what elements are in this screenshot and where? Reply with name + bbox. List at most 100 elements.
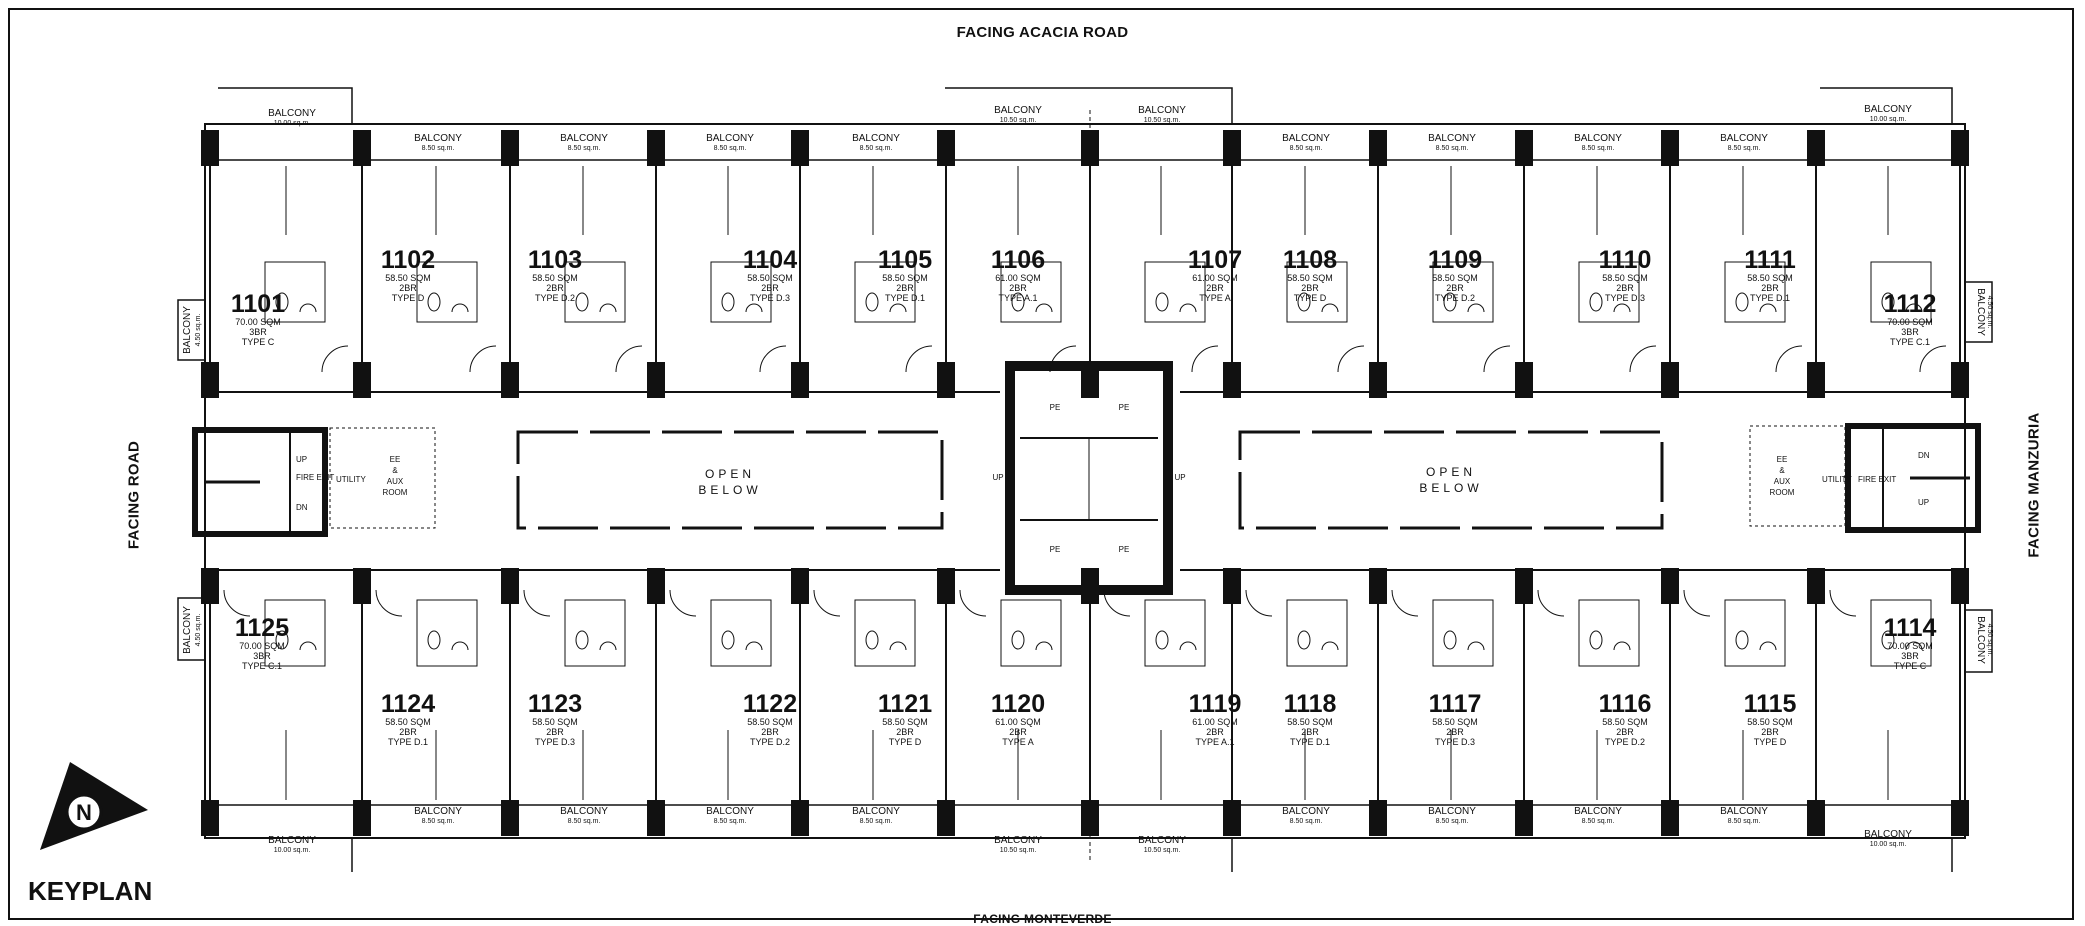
balcony-top-label-7: BALCONY [1282, 133, 1330, 144]
column-5-3 [937, 800, 955, 836]
sink-icon-8-1 [1467, 641, 1485, 651]
unit-area-1101: 70.00 SQM [235, 317, 281, 327]
balcony-bottom-area-5: 10.50 sq.m. [1000, 847, 1037, 854]
toilet-icon-0-1 [275, 630, 289, 650]
bathroom-8-0 [1432, 261, 1494, 323]
bathroom-10-1 [1724, 599, 1786, 667]
door-swing-bottom-8 [1391, 589, 1419, 617]
corner-balcony-top-left [218, 87, 353, 124]
side-balcony-left-top [177, 299, 206, 361]
side-balcony-left-bottom [177, 597, 206, 661]
unit-type-1119: TYPE A.1 [1195, 737, 1234, 747]
balcony-bottom-label-5: BALCONY [994, 835, 1042, 846]
side-balcony-right-top-label: BALCONY [1975, 288, 1986, 336]
unit-br-1112: 3BR [1901, 327, 1919, 337]
open-below-label-right-2: BELOW [1419, 481, 1482, 495]
unit-number-1101: 1101 [231, 290, 285, 318]
corner-balcony-top-right [1820, 87, 1953, 124]
door-swing-bottom-9 [1537, 589, 1565, 617]
side-balcony-right-bottom-area: 4.50 sq.m. [1986, 624, 1993, 657]
column-10-0 [1661, 130, 1679, 166]
ee-label-right-1: EE [1777, 455, 1788, 464]
balcony-bottom-label-10: BALCONY [1720, 806, 1768, 817]
door-swing-bottom-3 [669, 589, 697, 617]
stair-left [192, 427, 328, 537]
bathroom-8-1 [1432, 599, 1494, 667]
unit-number-1112: 1112 [1884, 290, 1937, 318]
bathroom-9-1 [1578, 599, 1640, 667]
door-swing-top-2 [615, 345, 643, 373]
unit-br-1108: 2BR [1301, 283, 1319, 293]
unit-area-1105: 58.50 SQM [882, 273, 928, 283]
column-12-3 [1951, 800, 1969, 836]
unit-number-1122: 1122 [743, 690, 797, 718]
balcony-top-area-5: 10.50 sq.m. [1000, 117, 1037, 124]
north-arrow-circle [65, 793, 103, 831]
utility-right [1749, 425, 1846, 527]
unit-br-1122: 2BR [761, 727, 779, 737]
utility-label-left: UTILITY [336, 475, 366, 484]
ee-label-right-3: AUX [1774, 477, 1791, 486]
unit-number-1116: 1116 [1599, 690, 1652, 718]
unit-area-1110: 58.50 SQM [1602, 273, 1648, 283]
unit-br-1110: 2BR [1616, 283, 1634, 293]
unit-number-1115: 1115 [1744, 690, 1797, 718]
unit-type-1109: TYPE D.2 [1435, 293, 1475, 303]
balcony-bottom-area-7: 8.50 sq.m. [1290, 818, 1323, 825]
unit-number-1106: 1106 [991, 246, 1045, 274]
column-4-3 [791, 800, 809, 836]
unit-type-1122: TYPE D.2 [750, 737, 790, 747]
unit-type-1112: TYPE C.1 [1890, 337, 1930, 347]
column-10-3 [1661, 800, 1679, 836]
door-swing-top-6 [1191, 345, 1219, 373]
side-balcony-right-top [1964, 281, 1993, 343]
toilet-icon-4-1 [865, 630, 879, 650]
unit-type-1114: TYPE C [1894, 661, 1927, 671]
balcony-top-area-2: 8.50 sq.m. [568, 145, 601, 152]
unit-number-1117: 1117 [1429, 690, 1482, 718]
open-below-void-left [516, 430, 944, 530]
unit-area-1107: 61.00 SQM [1192, 273, 1238, 283]
balcony-top-area-8: 8.50 sq.m. [1436, 145, 1469, 152]
column-11-3 [1807, 800, 1825, 836]
unit-type-1110: TYPE D.3 [1605, 293, 1645, 303]
toilet-icon-2-1 [575, 630, 589, 650]
balcony-bottom-area-2: 8.50 sq.m. [568, 818, 601, 825]
sink-icon-9-1 [1613, 641, 1631, 651]
unit-type-1111: TYPE D.1 [1750, 293, 1790, 303]
door-swing-bottom-1 [375, 589, 403, 617]
sink-icon-11-0 [1905, 303, 1923, 313]
column-7-0 [1223, 130, 1241, 166]
column-1-0 [353, 130, 371, 166]
unit-area-1111: 58.50 SQM [1747, 273, 1793, 283]
unit-area-1104: 58.50 SQM [747, 273, 793, 283]
bathroom-6-1 [1144, 599, 1206, 667]
bathroom-9-0 [1578, 261, 1640, 323]
unit-br-1102: 2BR [399, 283, 417, 293]
unit-number-1123: 1123 [528, 690, 582, 718]
bathroom-3-1 [710, 599, 772, 667]
unit-br-1101: 3BR [249, 327, 267, 337]
unit-br-1103: 2BR [546, 283, 564, 293]
sink-icon-3-1 [745, 641, 763, 651]
side-balcony-left-top-label: BALCONY [182, 306, 193, 354]
balcony-top-area-4: 8.50 sq.m. [860, 145, 893, 152]
balcony-bottom-area-10: 8.50 sq.m. [1728, 818, 1761, 825]
balcony-top-label-0: BALCONY [268, 108, 316, 119]
toilet-icon-6-0 [1155, 292, 1169, 312]
fire-exit-right: FIRE EXIT [1858, 475, 1896, 484]
toilet-icon-5-0 [1011, 292, 1025, 312]
unit-area-1117: 58.50 SQM [1432, 717, 1478, 727]
bathroom-0-0 [264, 261, 326, 323]
unit-area-1121: 58.50 SQM [882, 717, 928, 727]
unit-type-1105: TYPE D.1 [885, 293, 925, 303]
toilet-icon-7-1 [1297, 630, 1311, 650]
keyplan-label: KEYPLAN [28, 876, 153, 906]
unit-br-1106: 2BR [1009, 283, 1027, 293]
stair-left-up: UP [296, 455, 307, 464]
door-swing-top-5 [1049, 345, 1077, 373]
bathroom-5-1 [1000, 599, 1062, 667]
bathroom-10-0 [1724, 261, 1786, 323]
balcony-bottom-label-11: BALCONY [1864, 829, 1912, 840]
unit-type-1107: TYPE A [1199, 293, 1231, 303]
